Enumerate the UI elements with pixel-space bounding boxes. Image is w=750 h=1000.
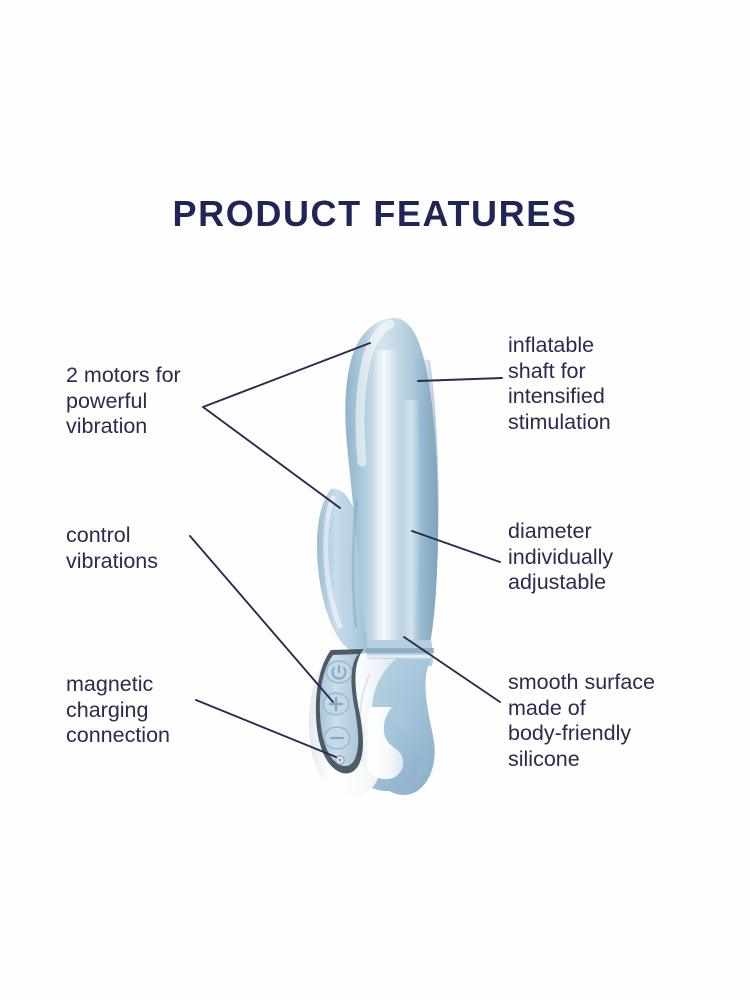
callout-label-diameter-adjustable: diameter individually adjustable xyxy=(508,519,614,594)
leader-smooth xyxy=(403,636,501,703)
callout-label-inflatable-shaft: inflatable shaft for intensified stimula… xyxy=(508,333,611,434)
inflatable-shaft xyxy=(345,317,439,644)
leader-control xyxy=(189,535,334,703)
leader-motors-shaft xyxy=(202,342,371,408)
callout-label-smooth-surface: smooth surface made of body-friendly sil… xyxy=(508,670,655,771)
callout-label-magnetic-charging: magnetic charging connection xyxy=(66,672,170,747)
power-button[interactable] xyxy=(325,660,353,684)
callout-label-motors: 2 motors for powerful vibration xyxy=(66,363,181,438)
leader-motors-arm xyxy=(202,406,341,509)
page-title: PRODUCT FEATURES xyxy=(172,193,578,234)
control-panel[interactable] xyxy=(315,649,364,774)
plus-icon xyxy=(328,696,344,712)
leader-diameter xyxy=(411,530,501,563)
callout-label-control-vibrations: control vibrations xyxy=(66,523,159,573)
leader-inflatable xyxy=(417,377,503,382)
leader-magnetic xyxy=(195,699,337,758)
charging-contact xyxy=(335,755,345,765)
deflate-button[interactable] xyxy=(323,726,351,750)
